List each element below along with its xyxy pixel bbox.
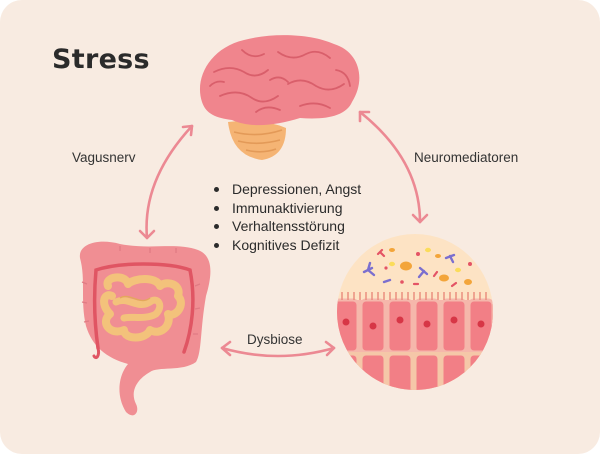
list-item: Verhaltensstörung bbox=[212, 217, 361, 236]
arrow-vagus-nerve bbox=[138, 124, 194, 240]
list-item: Kognitives Defizit bbox=[212, 236, 361, 255]
list-item: Depressionen, Angst bbox=[212, 180, 361, 199]
page-title: Stress bbox=[52, 44, 150, 75]
microbiome-icon bbox=[337, 234, 493, 390]
neuromediators-label: Neuromediatoren bbox=[414, 150, 519, 165]
arrow-neuromediators bbox=[358, 110, 429, 224]
dysbiosis-label: Dysbiose bbox=[247, 332, 303, 347]
effects-list: Depressionen, Angst Immunaktivierung Ver… bbox=[212, 180, 361, 254]
list-item: Immunaktivierung bbox=[212, 199, 361, 218]
brain-icon bbox=[199, 35, 360, 160]
vagus-nerve-label: Vagusnerv bbox=[72, 150, 136, 165]
intestine-icon bbox=[79, 241, 211, 416]
arrow-dysbiosis bbox=[220, 340, 336, 358]
